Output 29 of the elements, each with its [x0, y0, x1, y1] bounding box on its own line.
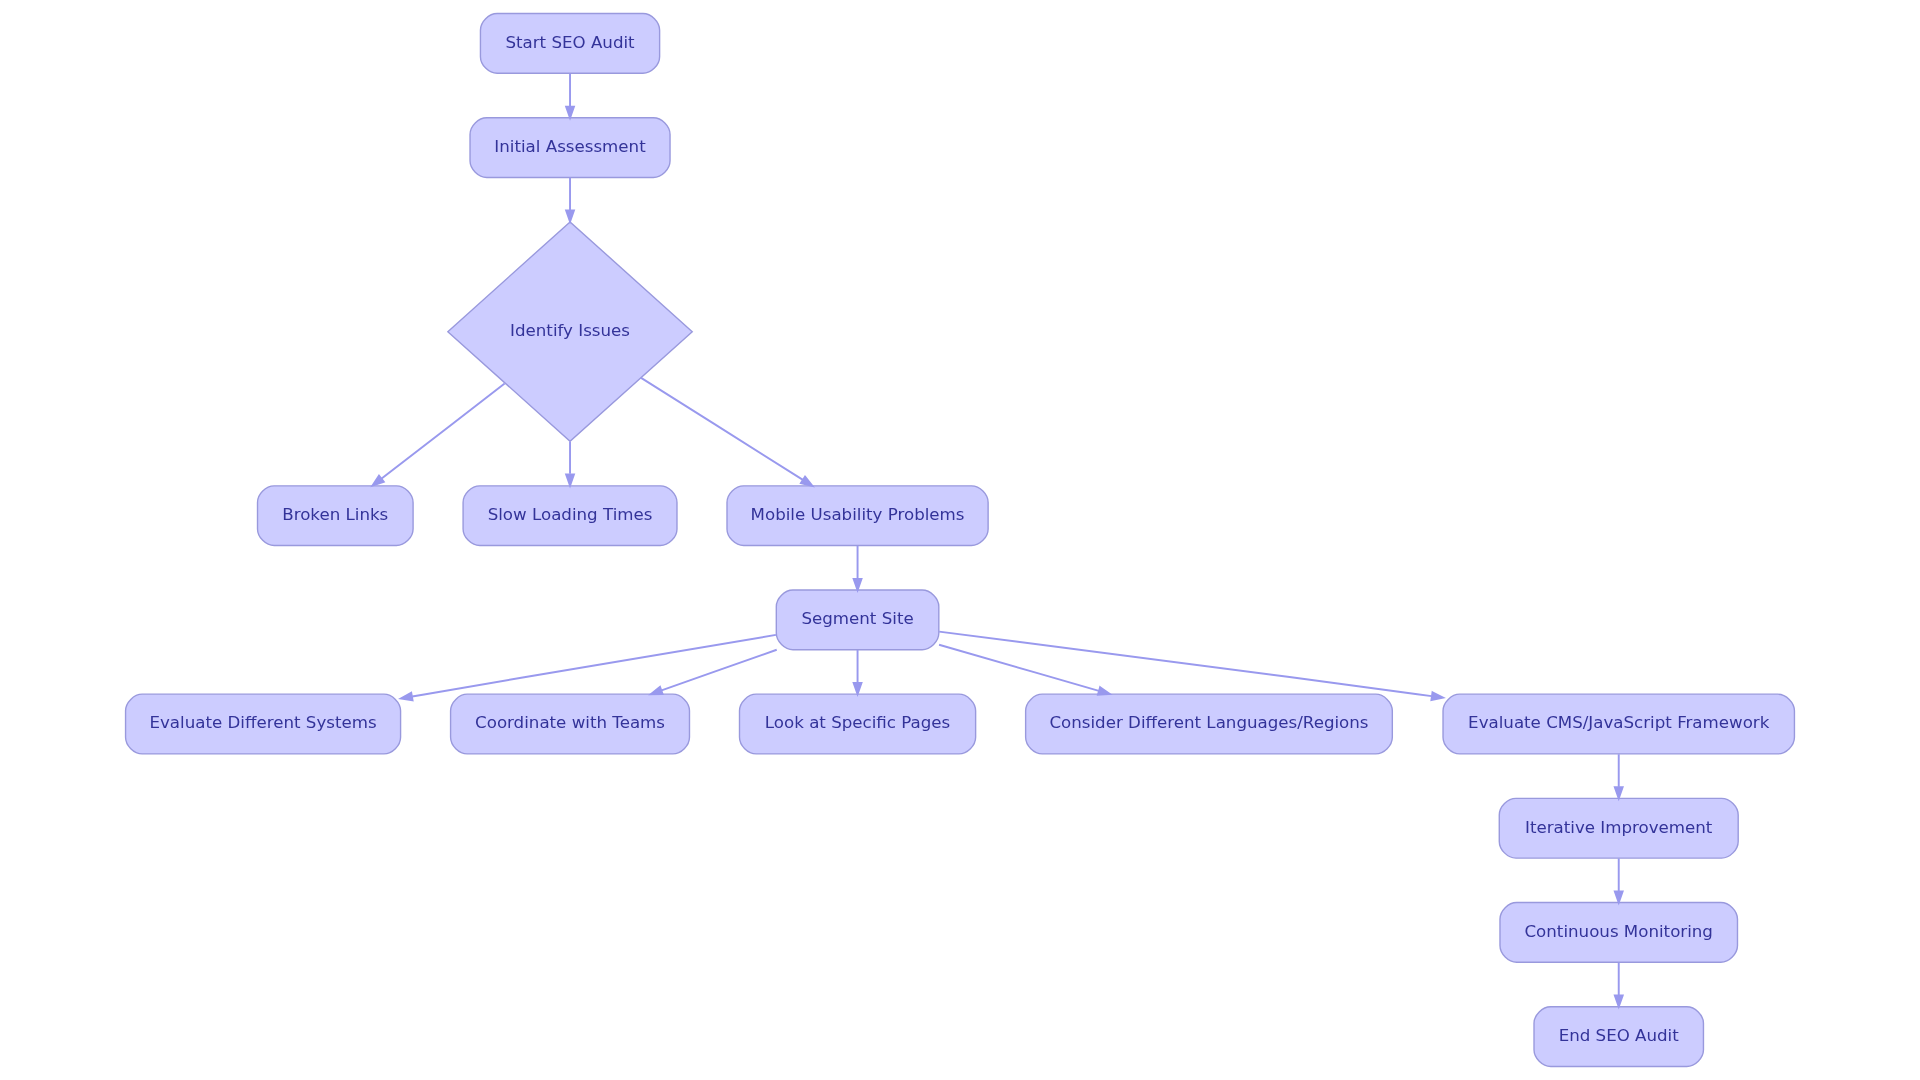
- arrow: [370, 382, 506, 488]
- arrow: [1613, 753, 1624, 802]
- node-box: Segment Site: [775, 589, 940, 651]
- arrow: [564, 440, 576, 489]
- node-box: End SEO Audit: [1533, 1006, 1705, 1068]
- node-box: Evaluate CMS/JavaScript Framework: [1442, 693, 1796, 755]
- node-box: Start SEO Audit: [479, 12, 661, 74]
- arrow: [852, 649, 863, 698]
- arrow: [1613, 857, 1624, 906]
- arrow: [852, 544, 863, 593]
- node-box: Consider Different Languages/Regions: [1024, 693, 1394, 755]
- node-box: Look at Specific Pages: [738, 693, 977, 755]
- arrow: [938, 630, 1446, 702]
- node-box: Initial Assessment: [469, 117, 671, 179]
- node-box: Iterative Improvement: [1498, 797, 1739, 859]
- node-box: Continuous Monitoring: [1499, 901, 1739, 963]
- node-box: Broken Links: [256, 485, 414, 547]
- node-box: Evaluate Different Systems: [124, 693, 402, 755]
- node-box: Slow Loading Times: [462, 485, 678, 547]
- arrow: [564, 176, 576, 225]
- arrow: [648, 648, 778, 696]
- arrow: [640, 376, 815, 488]
- arrow: [938, 643, 1113, 696]
- node-diamond: Identify Issues: [446, 221, 694, 443]
- arrow: [398, 633, 777, 702]
- arrow: [564, 72, 576, 121]
- node-box: Mobile Usability Problems: [726, 485, 989, 547]
- node-box: Coordinate with Teams: [449, 693, 691, 755]
- arrow: [1613, 961, 1624, 1010]
